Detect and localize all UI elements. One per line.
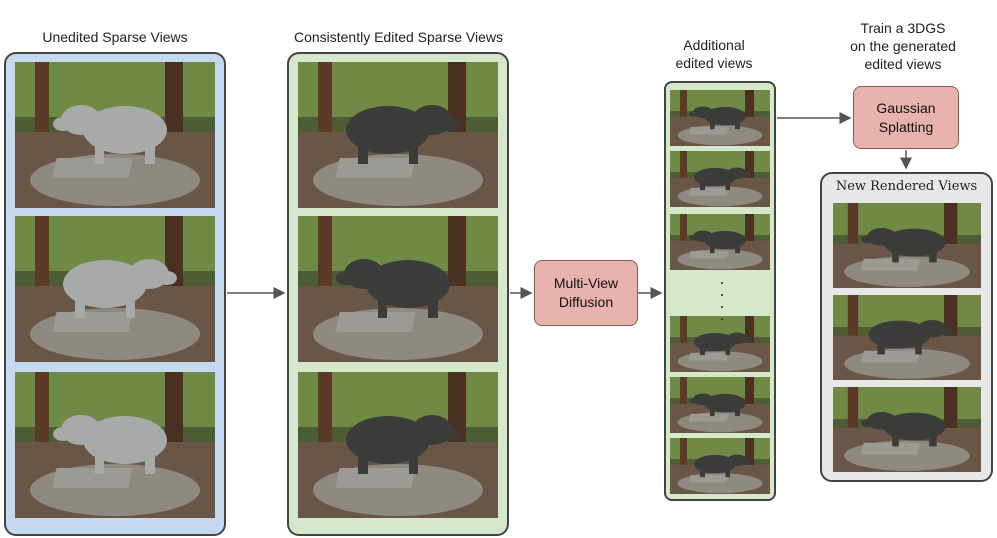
rendered-view-3 <box>833 387 981 472</box>
unedited-view-3 <box>15 372 215 518</box>
additional-view-1 <box>670 90 770 146</box>
gaussian-splatting-label: Gaussian Splatting <box>876 99 936 135</box>
additional-view-4 <box>670 316 770 372</box>
edited-views-title: Consistently Edited Sparse Views <box>293 29 504 45</box>
edited-view-1 <box>298 62 498 208</box>
train-3dgs-title: Train a 3DGS on the generated edited vie… <box>850 20 956 72</box>
additional-views-title: Additional edited views <box>675 37 753 71</box>
multi-view-diffusion-label: Multi-View Diffusion <box>553 275 619 310</box>
more-views-ellipsis: ···· <box>719 272 725 328</box>
unedited-view-2 <box>15 216 215 362</box>
unedited-view-1 <box>15 62 215 208</box>
edited-view-3 <box>298 372 498 518</box>
additional-view-3 <box>670 214 770 270</box>
additional-view-5 <box>670 377 770 433</box>
rendered-view-1 <box>833 203 981 288</box>
additional-view-6 <box>670 438 770 494</box>
rendered-views-title: New Rendered Views <box>835 179 978 194</box>
additional-view-2 <box>670 151 770 207</box>
gaussian-splatting-box: Gaussian Splatting <box>853 86 959 149</box>
rendered-view-2 <box>833 295 981 380</box>
edited-view-2 <box>298 216 498 362</box>
unedited-views-title: Unedited Sparse Views <box>42 29 188 45</box>
multi-view-diffusion-box: Multi-View Diffusion <box>534 260 638 326</box>
